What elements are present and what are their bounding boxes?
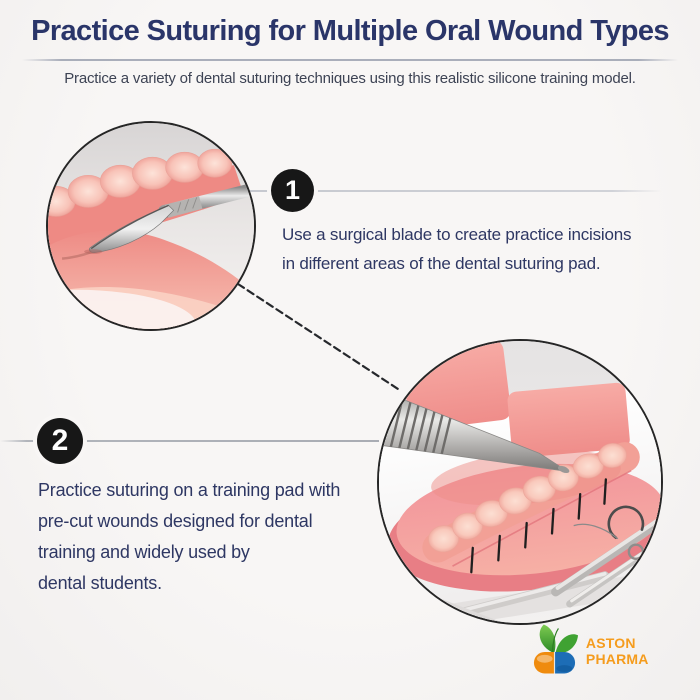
teeth-row-2 [428, 443, 627, 553]
incision-mark [61, 250, 93, 260]
suture-thread [573, 523, 619, 540]
dashed-connector-line [236, 282, 400, 391]
wound-line [452, 469, 632, 567]
suturing-pad-illustration [379, 341, 661, 623]
brand-logo: ASTON PHARMA [531, 622, 700, 676]
capsule-icon [533, 651, 576, 674]
brand-name: ASTON PHARMA [585, 635, 649, 667]
step1-number: 1 [284, 175, 301, 205]
page-subtitle: Practice a variety of dental suturing te… [64, 70, 636, 87]
suture-needle [573, 505, 645, 540]
scalpel-incision-illustration [48, 123, 254, 329]
capsule-leaf-icon [533, 624, 579, 674]
scalpel [84, 182, 254, 255]
scalpel-blade [89, 204, 175, 253]
title-divider [22, 59, 678, 61]
leaves-icon [539, 624, 579, 654]
step1-number-badge: 1 [271, 169, 314, 212]
silicone-block-2 [507, 382, 630, 458]
step2-number-badge: 2 [37, 418, 83, 464]
suture-marks [470, 478, 608, 574]
page-title: Practice Suturing for Multiple Oral Woun… [31, 15, 669, 47]
teeth-row [48, 148, 233, 217]
step2-description: Practice suturing on a training pad with… [38, 480, 341, 593]
step1-photo [46, 121, 256, 331]
step1-description: Use a surgical blade to create practice … [282, 225, 632, 273]
step2-photo [377, 339, 663, 625]
step2-number: 2 [51, 424, 69, 457]
gum-ridge [48, 165, 244, 254]
